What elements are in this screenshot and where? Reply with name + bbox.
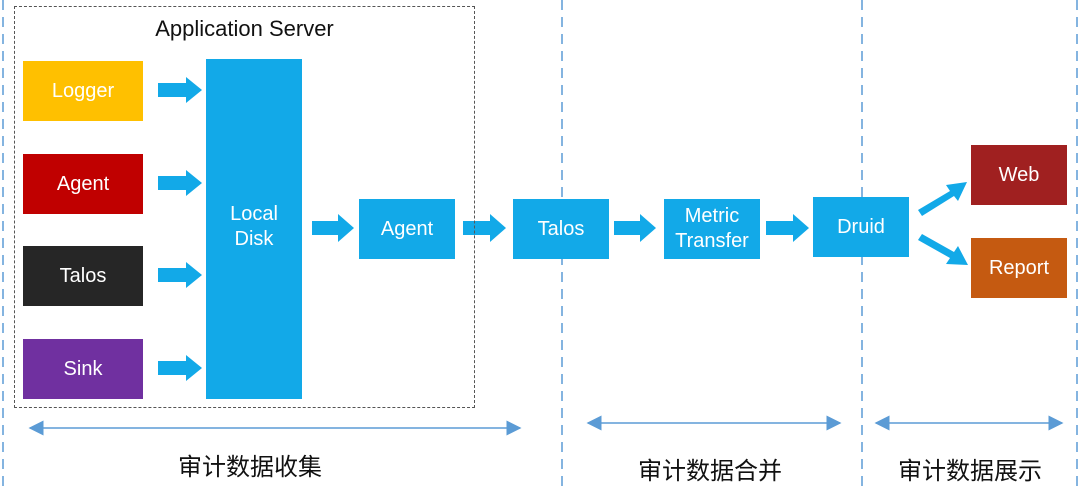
- arrow-sink-disk: [158, 355, 202, 381]
- agent-source-box: Agent: [23, 154, 143, 214]
- metric-transfer-box: Metric Transfer: [664, 199, 760, 259]
- report-box: Report: [971, 238, 1067, 298]
- arrow-druid-report: [918, 234, 968, 265]
- section-label-display: 审计数据展示: [898, 457, 1042, 485]
- arrow-agent-disk: [158, 170, 202, 196]
- logger-box: Logger: [23, 61, 143, 121]
- section-label-collect: 审计数据收集: [178, 453, 322, 481]
- section-label-merge: 审计数据合并: [638, 457, 782, 485]
- agent-box: Agent: [359, 199, 455, 259]
- arrow-logger-disk: [158, 77, 202, 103]
- arrow-talos-disk: [158, 262, 202, 288]
- application-server-boundary: [14, 6, 475, 408]
- talos-box: Talos: [513, 199, 609, 259]
- web-box: Web: [971, 145, 1067, 205]
- flow-arrows: [158, 77, 968, 381]
- sink-box: Sink: [23, 339, 143, 399]
- arrow-talos-metric: [614, 214, 656, 242]
- arrow-agent-talos: [463, 214, 506, 242]
- talos-source-box: Talos: [23, 246, 143, 306]
- druid-box: Druid: [813, 197, 909, 257]
- local-disk-box: Local Disk: [206, 59, 302, 399]
- arrow-druid-web: [918, 182, 967, 216]
- arrow-disk-agent: [312, 214, 354, 242]
- arrow-metric-druid: [766, 214, 809, 242]
- application-server-title: Application Server: [155, 16, 334, 41]
